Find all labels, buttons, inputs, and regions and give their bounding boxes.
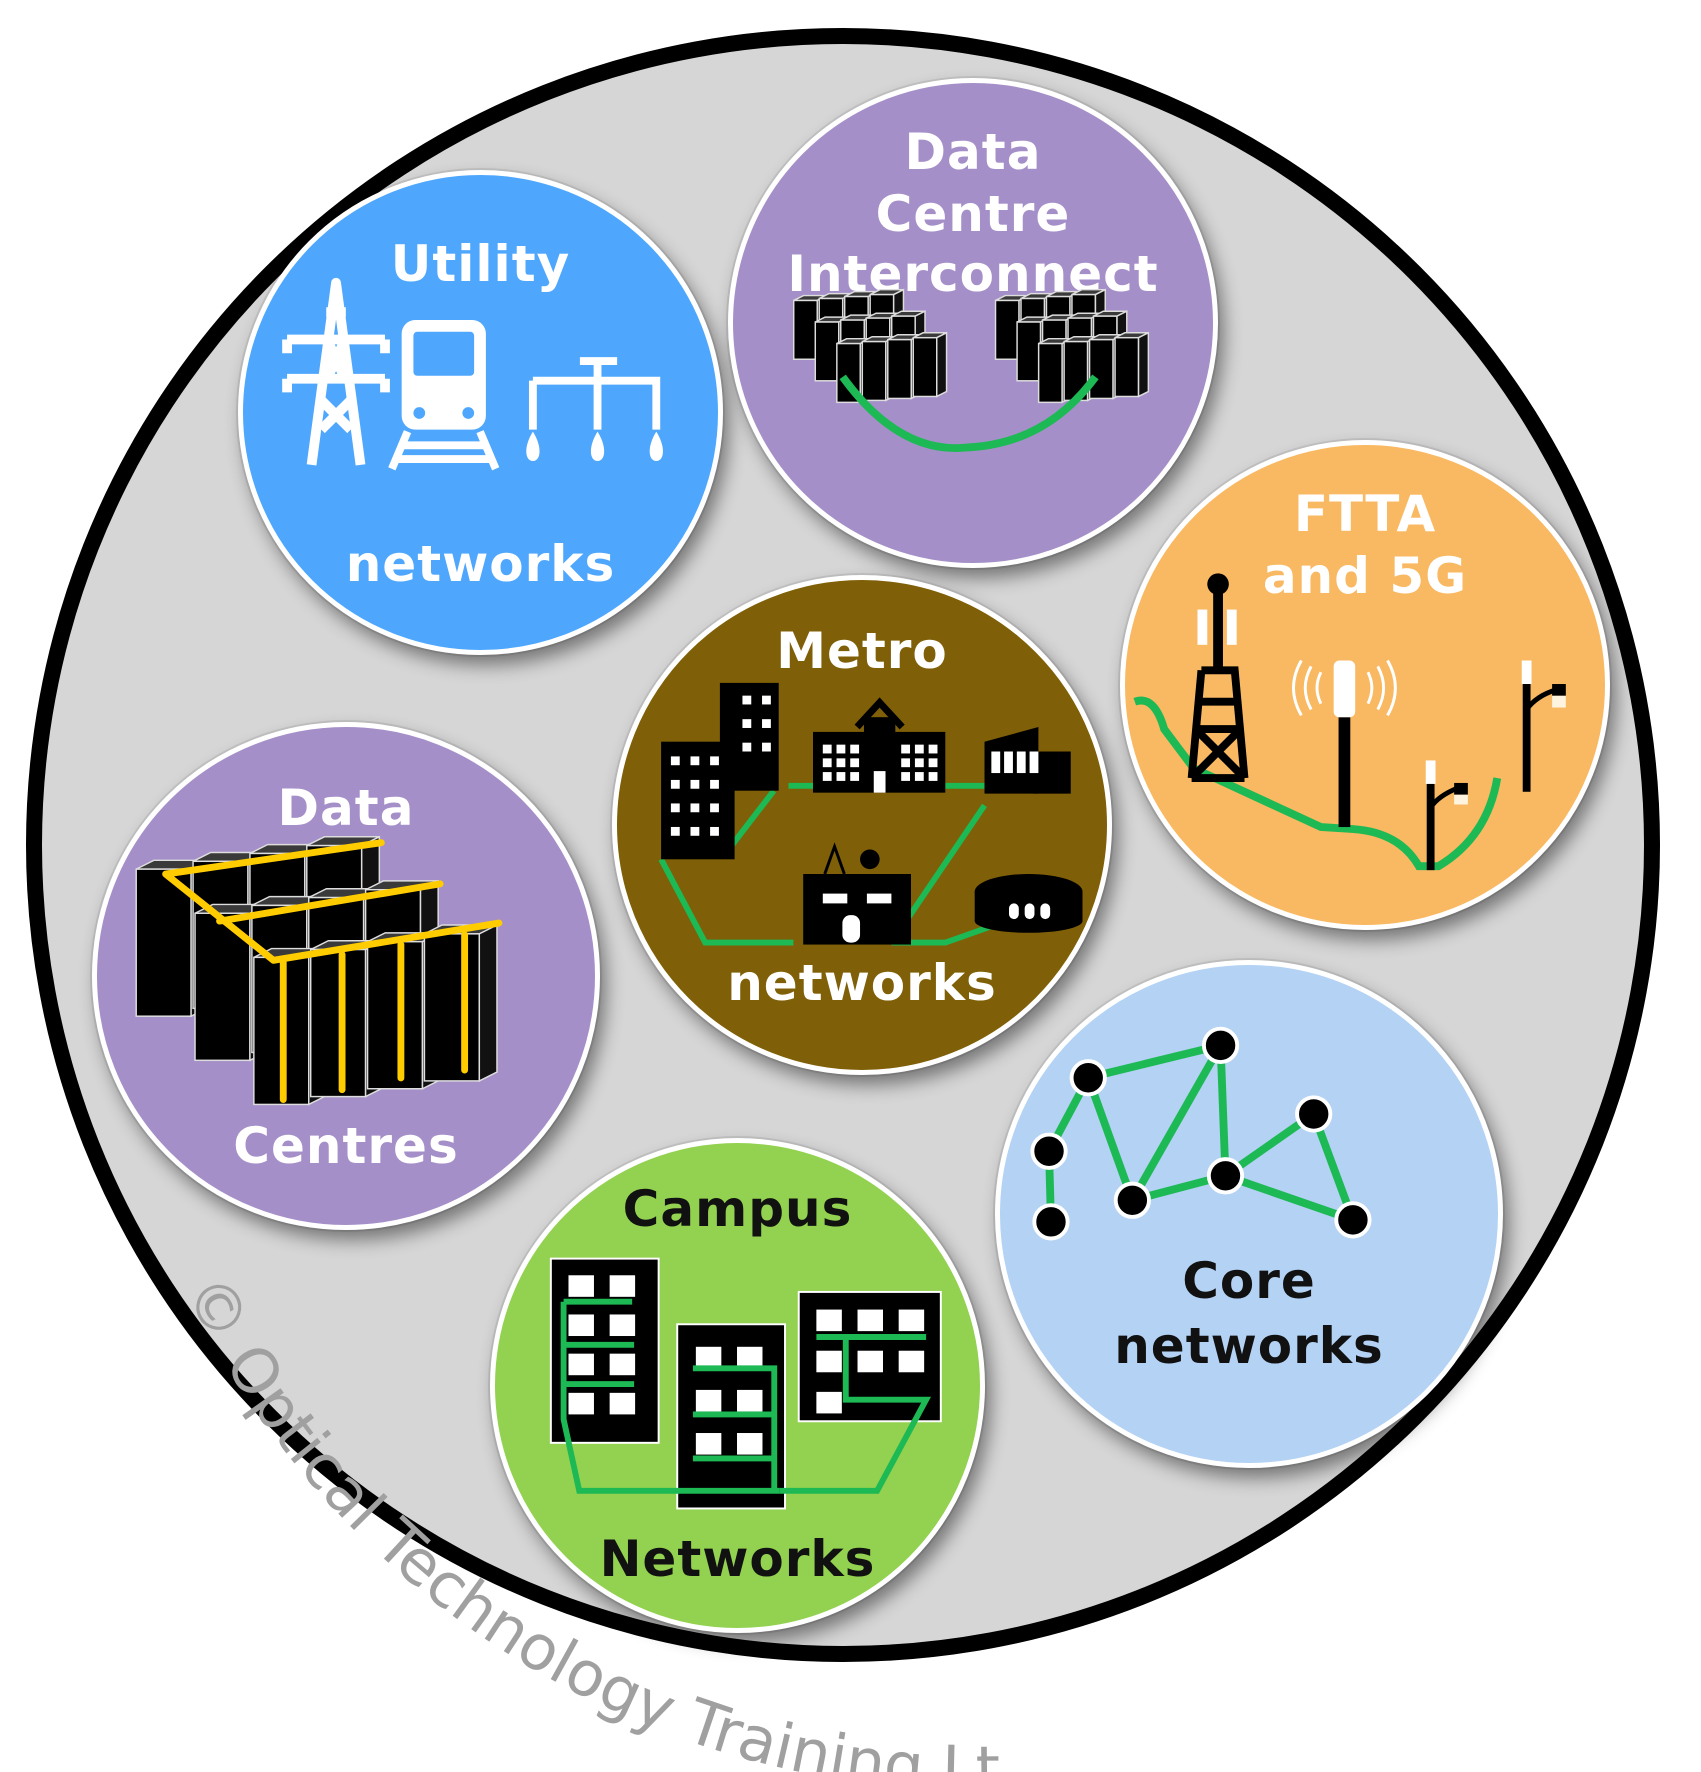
train-icon [388, 319, 500, 471]
bubble-title: Metro [776, 622, 948, 680]
stadium-icon [974, 874, 1083, 933]
bubble-subtitle: Networks [599, 1530, 876, 1588]
server-rack-cluster-icon [793, 288, 948, 404]
fibre-path [1133, 696, 1502, 871]
server-rack-cluster-icon [994, 288, 1150, 404]
cable-tray [162, 839, 503, 1103]
mesh-node [1201, 1026, 1240, 1065]
bubble-campus-networks: Campus Networks [490, 1138, 985, 1633]
bubble-subtitle: Centres [233, 1117, 459, 1175]
mesh-link [1087, 1041, 1222, 1082]
mesh-node [1069, 1059, 1107, 1097]
street-light-antenna-icon [1521, 660, 1566, 792]
mesh-node [1032, 1203, 1070, 1241]
bubble-title-line-1: FTTA [1293, 485, 1437, 543]
bubble-data-centre-interconnect: Data Centre Interconnect [728, 78, 1218, 568]
mesh-node [1030, 1132, 1068, 1170]
mesh-link [1128, 1043, 1224, 1203]
mesh-node [1206, 1157, 1245, 1195]
fibre-link-icon [839, 374, 1099, 453]
bubble-core-networks: Core networks [995, 960, 1503, 1468]
street-light-antenna-icon [1425, 760, 1468, 871]
server-rack-rows-icon [135, 835, 503, 1106]
bubble-title-line-2: and 5G [1262, 547, 1468, 605]
mesh-link [1216, 1045, 1230, 1176]
bubble-title: Utility [390, 235, 571, 293]
mesh-node [1334, 1201, 1372, 1239]
bubble-title: Campus [622, 1180, 853, 1238]
ftta-icons [1133, 573, 1566, 871]
bubble-ftta-5g: FTTA and 5G [1120, 440, 1610, 930]
bubble-title-line-2: networks [1114, 1317, 1384, 1375]
water-drops [526, 431, 663, 461]
bubble-title-line-2: Centre [875, 185, 1071, 243]
metro-icons [658, 682, 1083, 946]
small-cell-antenna-icon [1292, 659, 1397, 828]
utility-icons [282, 277, 663, 471]
mesh-node [1113, 1181, 1151, 1219]
bubble-title: Data [277, 779, 415, 837]
bubble-title-line-1: Data [904, 123, 1042, 181]
bubble-subtitle: networks [727, 954, 997, 1012]
water-distribution-icon [528, 357, 661, 430]
bubble-metro-networks: Metro networks [612, 575, 1112, 1075]
bubble-data-centres: Data Centres [92, 722, 600, 1230]
mesh-link [1084, 1076, 1137, 1202]
campus-buildings-icon [549, 1257, 942, 1510]
mesh-link [1224, 1172, 1355, 1224]
dci-icons [793, 288, 1150, 453]
power-pylon-icon [282, 277, 390, 466]
mesh-network-icon [1030, 1026, 1372, 1241]
bubble-subtitle: networks [345, 535, 616, 593]
mesh-link [1310, 1112, 1357, 1222]
bubble-title-line-1: Core [1182, 1252, 1316, 1310]
bubble-utility-networks: Utility network [238, 170, 723, 655]
mesh-node [1295, 1095, 1333, 1133]
fibre-ring [658, 782, 1030, 946]
cell-tower-icon [1187, 573, 1249, 782]
